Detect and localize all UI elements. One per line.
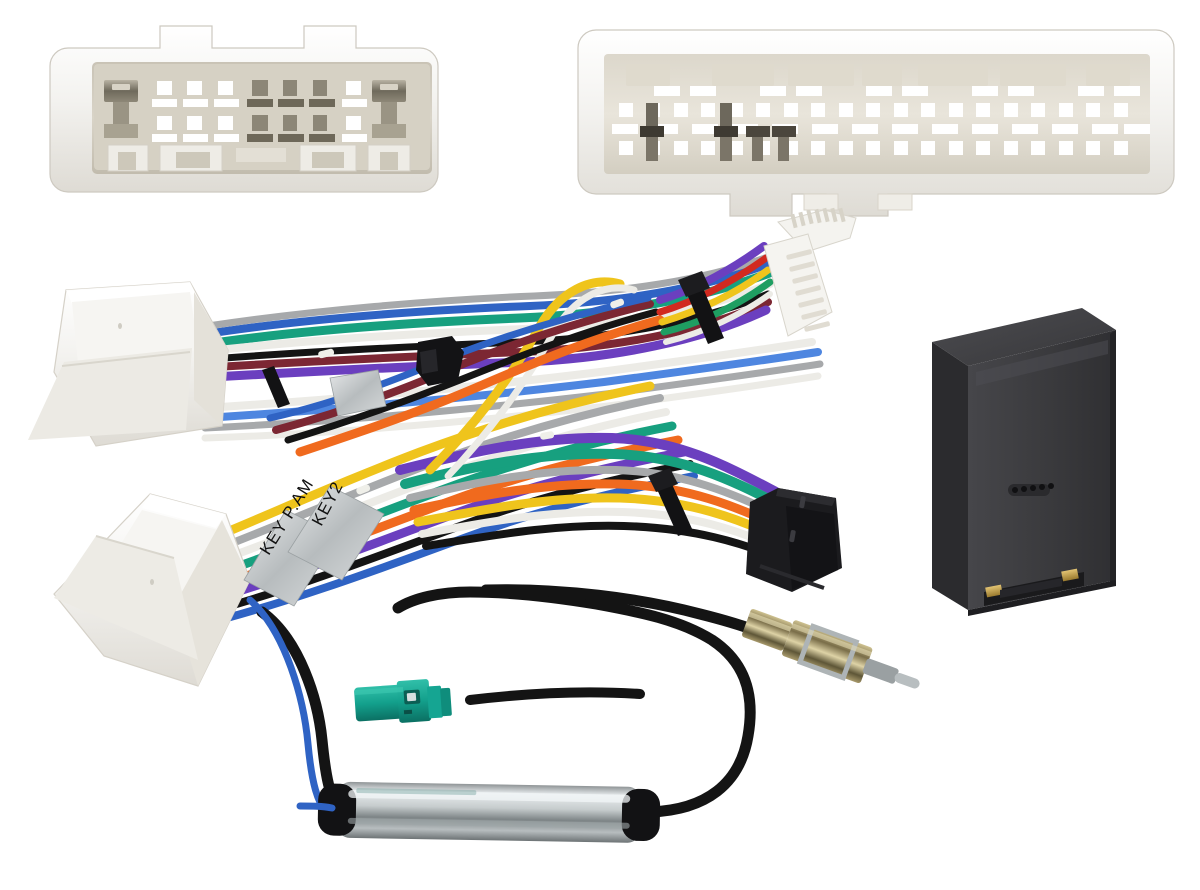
plug-pin-slots bbox=[786, 249, 830, 332]
antenna-adapter bbox=[246, 584, 784, 818]
connector-lock-pin-right bbox=[372, 80, 406, 138]
fakra-connector bbox=[354, 679, 452, 723]
cable-tie-upper bbox=[678, 271, 724, 344]
cable-tie-left bbox=[262, 366, 290, 408]
connector-upper-white-slots bbox=[654, 86, 1140, 96]
harness-connector-black-right bbox=[746, 488, 842, 592]
antenna-amplifier-barrel bbox=[317, 781, 661, 843]
tag-blank-mid bbox=[329, 369, 387, 417]
harness-connector-upper-left bbox=[28, 281, 229, 447]
tag-key2 bbox=[287, 485, 385, 581]
connector-cavity-group-top bbox=[152, 81, 367, 107]
amplifier-blue-lead bbox=[296, 802, 336, 812]
canbus-module bbox=[932, 308, 1116, 616]
connector-pin-row-a bbox=[619, 103, 1128, 117]
wire-bundle-lower-right bbox=[395, 432, 792, 566]
splice-block bbox=[416, 336, 464, 386]
module-led-holes bbox=[1008, 483, 1054, 496]
connector-pin-row-b bbox=[619, 141, 1128, 155]
connector-small-white bbox=[49, 25, 439, 193]
din-antenna-plug bbox=[742, 609, 920, 689]
module-gold-connector bbox=[984, 568, 1084, 606]
connector-mount-slots bbox=[118, 152, 398, 170]
wire-marker-sleeves bbox=[318, 298, 625, 495]
harness-connector-lower-left bbox=[53, 493, 251, 687]
wire-bundle-top-plug bbox=[656, 242, 774, 345]
harness-connector-white-small-top bbox=[763, 207, 857, 337]
connector-large-white bbox=[577, 29, 1175, 217]
connector-cavity-group-bottom bbox=[152, 116, 367, 142]
connector-upper-slot-row bbox=[626, 64, 1130, 86]
connector-metal-terminals bbox=[640, 103, 796, 161]
cable-tie-lower bbox=[648, 468, 693, 536]
connector-terminal-group bbox=[247, 80, 335, 142]
connector-lock-pin-left bbox=[104, 80, 138, 138]
